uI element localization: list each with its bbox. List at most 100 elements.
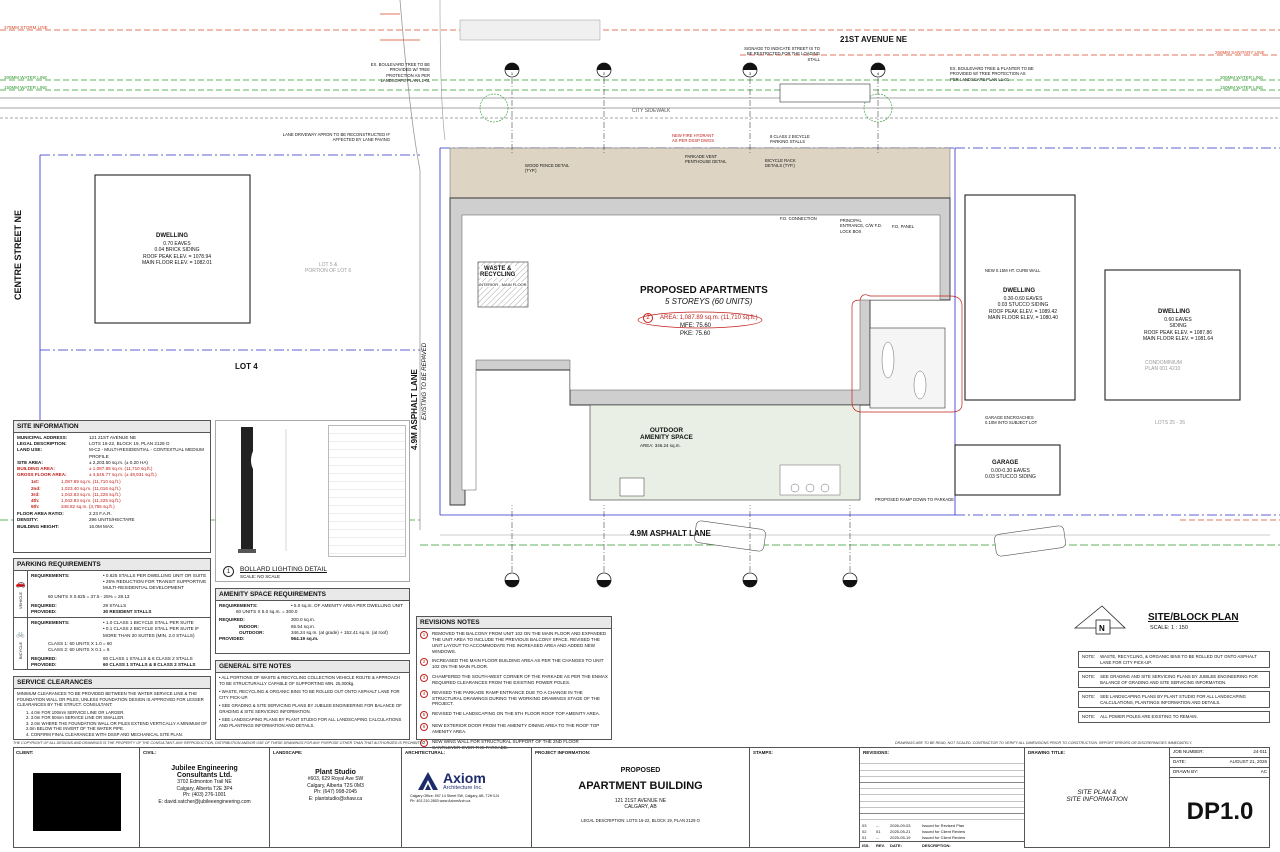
revision-text: REVISED THE LANDSCAPING ON THE 5TH FLOOR… [432, 711, 601, 717]
parkade-ramp [869, 327, 946, 409]
amenity-calc: 60 UNITS X 5.0 sq.m. = 300.0 [236, 609, 298, 615]
street-west-label: CENTRE STREET NE [13, 209, 23, 300]
callout-fd-connection: F.D. CONNECTION [780, 216, 817, 221]
landscape-addr: #603, 629 Royal Ave SW Calgary, Alberta … [307, 776, 364, 802]
revisions-title: REVISIONS NOTES [417, 617, 611, 629]
revision-number: 7 [420, 738, 428, 747]
parking-title: PARKING REQUIREMENTS [14, 559, 210, 571]
condo-plan-label: CONDOMINIUM PLAN 001 4210 [1145, 360, 1182, 373]
site-floor-row: 1st:1,087.89 sq.m. (11,710 sq.ft.) [31, 479, 121, 485]
amenity-indoor: 65.54 sq.m. [291, 623, 316, 629]
site-floor-row: 2nd:1,023.40 sq.m. (11,016 sq.ft.) [31, 485, 121, 491]
pipe-label-storm: 375MM STORM LINE [4, 25, 48, 30]
site-info-row: MUNICIPAL ADDRESS:121 21ST AVENUE NE [17, 435, 137, 440]
section-markers: 1 2 3 4 1 2 3 4 [504, 62, 886, 588]
bollard-icon [238, 427, 287, 553]
site-info-row: SITE AREA:± 2,203.50 sq.m. (± 0.20 HA) [17, 459, 148, 465]
revision-text: REVISED THE PARKADE RAMP ENTRANCE DUE TO… [432, 689, 601, 707]
site-info-title: SITE INFORMATION [14, 421, 210, 433]
revision-head: ISS. [862, 842, 870, 848]
parking-panel: PARKING REQUIREMENTS 🚗 VEHICLE REQUIREME… [13, 558, 211, 671]
site-floor-row: 3rd:1,042.83 sq.m. (11,225 sq.ft.) [31, 491, 121, 497]
waste-label: WASTE & RECYCLING [480, 266, 516, 278]
pipe-label-sanitary: 250MM SANITARY LINE [1215, 50, 1265, 55]
vehicle-requirements: • 0.625 STALLS PER DWELLING UNIT OR SUIT… [103, 573, 207, 591]
general-note: • SEE LANDSCAPING PLANS BY PLANT STUDIO … [219, 717, 402, 729]
revision-number: 3 [420, 674, 428, 683]
general-title: GENERAL SITE NOTES [216, 661, 409, 673]
project-subtitle: 5 STOREYS (60 UNITS) [665, 297, 753, 306]
sheet-note: NOTE:ALL POWER POLES ARE EXISTING TO REM… [1078, 711, 1270, 724]
stamps-cell: STAMPS: [750, 748, 860, 848]
site-floor-row: 5th:348.82 sq.m. (3,755 sq.ft.) [31, 504, 115, 510]
sheet-date: AUGUST 21, 2026 [1229, 759, 1267, 764]
svg-text:4: 4 [877, 71, 880, 76]
callout-bike-rack: BICYCLE RACK DETAILS (TYP.) [765, 158, 796, 169]
svg-text:2: 2 [603, 575, 606, 580]
lot4-label: LOT 4 [235, 362, 258, 371]
dwelling-east1-title: DWELLING [1003, 288, 1035, 294]
svg-text:3: 3 [749, 71, 752, 76]
svg-text:4: 4 [849, 575, 852, 580]
north-arrow-icon: N [1073, 605, 1126, 635]
landscape-cell: LANDSCAPE: Plant Studio #603, 629 Royal … [270, 748, 402, 848]
client-cell: CLIENT: [13, 748, 140, 848]
section-marker-icon: 1 [504, 62, 520, 155]
landscape-name: Plant Studio [315, 769, 356, 776]
garage-text: 0.00-0.30 EAVES 0.03 STUCCO SIDING [985, 468, 1036, 481]
bicycle-required: 60 CLASS 1 STALLS & 6 CLASS 2 STALLS [103, 656, 193, 662]
callout-tree-west: EX. BOULEVARD TREE TO BE PROVIDED W/ TRE… [370, 62, 430, 83]
bicycle-calc: CLASS 1: 60 UNITS X 1.0 = 60 CLASS 2: 60… [48, 640, 112, 652]
revision-note: 5 REVISED THE LANDSCAPING ON THE 5TH FLOO… [417, 709, 611, 721]
svg-text:300MM WATER LINE: 300MM WATER LINE [1220, 75, 1263, 80]
callout-ramp: PROPOSED RAMP DOWN TO PARKADE [875, 497, 955, 502]
pipe-lines [0, 13, 1280, 546]
svg-text:2: 2 [603, 71, 606, 76]
revision-head: DATE: [890, 842, 902, 848]
copyright: THE COPYRIGHT OF ALL DESIGNS AND DRAWING… [13, 741, 426, 745]
project-name: APARTMENT BUILDING [578, 780, 703, 792]
civil-cell: CIVIL: Jubilee Engineering Consultants L… [140, 748, 270, 848]
pipe-label-water-150: 150MM WATER LINE [4, 85, 47, 90]
section-marker-icon: 3 [742, 505, 758, 588]
project-legal: LEGAL DESCRIPTION: LOTS 16-22, BLOCK 19,… [581, 818, 700, 823]
lane-edge [399, 0, 421, 530]
sheet-note: NOTE:SEE GRADING AND SITE SERVICING PLAN… [1078, 671, 1270, 689]
bicycle-label: BICYCLE [18, 641, 23, 659]
revision-number: 6 [420, 723, 428, 732]
revision-number: 2 [420, 658, 428, 667]
section-marker-icon: 4 [842, 505, 858, 588]
bicycle-provided: 60 CLASS 1 STALLS & 8 CLASS 2 STALLS [103, 662, 196, 668]
svg-text:N: N [1099, 624, 1105, 633]
bollard-title: BOLLARD LIGHTING DETAIL [240, 566, 327, 573]
section-marker-icon: 1 [504, 505, 520, 588]
vehicle-calc: 60 UNITS X 0.625 = 37.5 - 25% = 28.13 [48, 593, 130, 599]
callout-bike-parking: 8 CLASS 2 BICYCLE PARKING STALLS [770, 134, 810, 145]
site-info-row: FLOOR AREA RATIO:2.23 F.A.R. [17, 511, 112, 517]
lots-east-label: LOTS 25 - 26 [1155, 420, 1186, 426]
callout-signage: SIGNAGE TO INDICATE STREET IS TO BE REST… [744, 46, 820, 62]
revision-head: DESCRIPTION: [922, 842, 951, 848]
revision-number: 1 [420, 631, 428, 639]
service-item: 1. 4.0m FOR 100mm SERVICE LINE OR LARGER… [26, 709, 125, 715]
revision-number: 5 [420, 711, 428, 720]
service-panel: SERVICE CLEARANCES MINIMUM CLEARANCES TO… [13, 676, 211, 740]
amenity-title: OUTDOOR AMENITY SPACE [640, 427, 693, 441]
service-title: SERVICE CLEARANCES [14, 677, 210, 689]
section-marker-icon: 2 [596, 505, 612, 588]
lane-south-label: 4.9M ASPHALT LANE [630, 529, 711, 538]
amenity-outdoor: 346.24 sq.m. (at grade) + 152.41 sq.m. (… [291, 629, 388, 635]
car-icon: 🚗 [15, 579, 26, 588]
site-floor-row: 4th:1,042.83 sq.m. (11,225 sq.ft.) [31, 497, 121, 503]
amenity-title-hdr: AMENITY SPACE REQUIREMENTS [216, 589, 409, 601]
site-info-row: DENSITY:296 UNITS/HECTARE [17, 517, 135, 523]
callout-lane-apron: LANE DRIVEWAY APRON TO BE RECONSTRUCTED … [282, 132, 390, 143]
project-pre: PROPOSED [620, 767, 661, 774]
dwelling-east-2 [1104, 269, 1241, 401]
sheet-scale: SCALE: 1 : 150 [1150, 625, 1188, 631]
